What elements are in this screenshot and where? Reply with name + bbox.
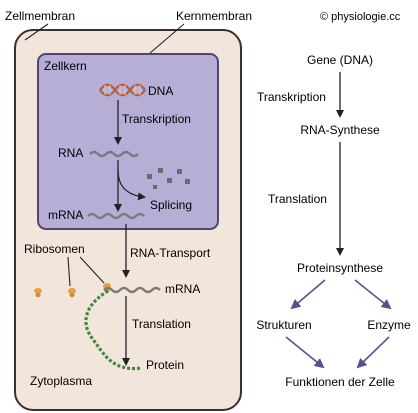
dna-label: DNA: [148, 84, 173, 98]
ribosome-icon-middle: [68, 288, 76, 298]
dna-helix-icon: [99, 83, 146, 97]
nucleus-label: Zellkern: [44, 59, 87, 73]
mrna-cytoplasm-label: mRNA: [165, 282, 200, 296]
protein-label: Protein: [146, 358, 184, 372]
rna-label: RNA: [58, 146, 83, 160]
ribosomes-label: Ribosomen: [24, 242, 85, 256]
rna-transport-label: RNA-Transport: [130, 246, 211, 260]
flow-enzymes: Enzyme: [367, 318, 411, 332]
flow-transcription-label: Transkription: [257, 90, 326, 104]
flow-translation-label: Translation: [268, 192, 327, 206]
flow-protein-synthesis: Proteinsynthese: [297, 261, 383, 275]
mrna-cytoplasm-strand: [103, 286, 161, 294]
ribosome-icon-left: [34, 288, 42, 298]
nucleus-transcription-label: Transkription: [122, 112, 191, 126]
flow-arrow-to-enzymes: [354, 279, 392, 310]
mrna-nucleus-label: mRNA: [48, 208, 83, 222]
ribosome-pointer-1: [67, 256, 71, 287]
mrna-nucleus-strand: [87, 212, 145, 220]
cell-translation-label: Translation: [132, 317, 191, 331]
splicing-arrow: [117, 169, 146, 201]
protein-chain: [84, 289, 143, 371]
copyright-text: © physiologie.cc: [320, 11, 401, 23]
flow-structures: Strukturen: [256, 318, 311, 332]
rna-strand: [89, 150, 139, 158]
nucleus-body: [37, 53, 219, 230]
spliced-fragments: [147, 168, 190, 189]
flow-arrow-structures-to-functions: [285, 336, 325, 369]
cell-membrane-pointer: [24, 23, 49, 41]
nuclear-membrane-pointer: [149, 23, 185, 54]
flow-cell-functions: Funktionen der Zelle: [285, 375, 395, 389]
flow-gene: Gene (DNA): [307, 53, 373, 67]
ribosome-pointer-2: [79, 256, 105, 284]
cytoplasm-label: Zytoplasma: [30, 374, 92, 388]
nuclear-membrane-label: Kernmembran: [176, 9, 252, 23]
splicing-label: Splicing: [150, 198, 192, 212]
flow-arrow-enzymes-to-functions: [356, 336, 390, 369]
flow-rna-synthesis: RNA-Synthese: [300, 123, 380, 137]
flow-arrow-to-structures: [290, 279, 326, 310]
cell-membrane-label: Zellmembran: [5, 9, 75, 23]
